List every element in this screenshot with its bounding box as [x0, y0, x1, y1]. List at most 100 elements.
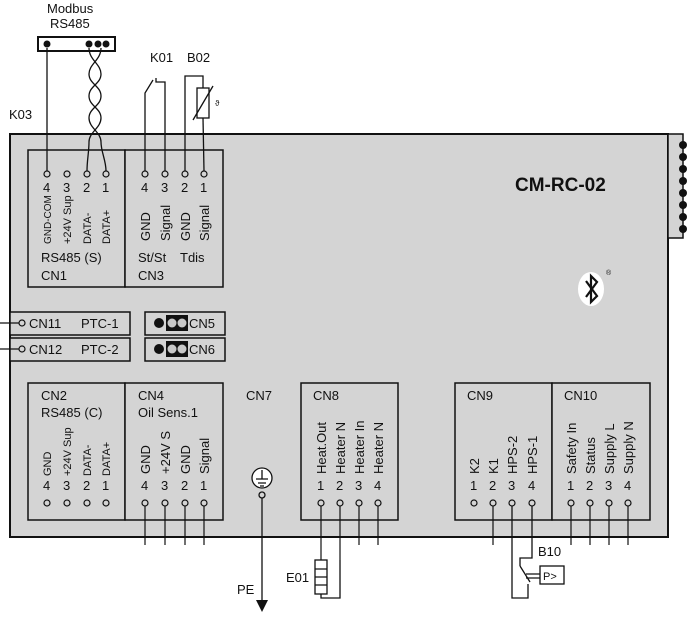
cn10-pin-label: 1: [567, 478, 574, 493]
svg-text:ϑ: ϑ: [215, 99, 220, 108]
cn3-pin-label: 2: [181, 180, 188, 195]
cn1-pin-label: 1: [102, 180, 109, 195]
cn4-pin-label: 4: [141, 478, 148, 493]
side-connector: [667, 133, 684, 239]
cn2-signal-label: +24V Sup: [62, 427, 74, 476]
cn8-signal-label: Heater N: [333, 422, 348, 474]
cn10-signal-label: Supply N: [621, 421, 636, 474]
cn10-pin-label: 3: [605, 478, 612, 493]
cn10-pin-numbers: 1 2 3 4: [567, 478, 631, 493]
cn8-pin-label: 1: [317, 478, 324, 493]
cn6-jumper: [154, 341, 188, 357]
arrow-down-icon: [256, 600, 268, 612]
cn2-pin-label: 1: [102, 478, 109, 493]
modbus-connector: [37, 36, 116, 52]
cn1-pin-numbers: 4 3 2 1: [43, 180, 109, 195]
heater-icon: [314, 559, 341, 599]
pe-label: PE: [237, 582, 255, 597]
cn10-terminals: [567, 499, 632, 545]
cn11-name: CN11: [29, 316, 61, 331]
cn2-pin-numbers: 4 3 2 1: [43, 478, 109, 493]
cn9-pin-label: 3: [508, 478, 515, 493]
cn4-name: CN4: [138, 388, 164, 403]
cn10-pin-label: 2: [586, 478, 593, 493]
cn3-label-right: Tdis: [180, 250, 205, 265]
b10-label: B10: [538, 544, 561, 559]
cn9-name: CN9: [467, 388, 493, 403]
cn4-terminals: [141, 499, 208, 545]
pressure-switch-icon: [511, 506, 565, 599]
modbus-wires: [46, 47, 107, 172]
cn1-pin-label: 4: [43, 180, 50, 195]
cn10-pin-label: 4: [624, 478, 631, 493]
cn9-pin-label: 2: [489, 478, 496, 493]
cn3-label-left: St/St: [138, 250, 167, 265]
cn11-label: PTC-1: [81, 316, 119, 331]
cn8-pin-numbers: 1 2 3 4: [317, 478, 381, 493]
cn2-signal-label: DATA+: [101, 442, 113, 476]
cn4-signal-label: GND: [138, 445, 153, 474]
cn3-signal-label: GND: [178, 212, 193, 241]
cn9-pin-label: 1: [470, 478, 477, 493]
cn10-signal-label: Supply L: [602, 423, 617, 474]
rs485-label: RS485: [50, 16, 90, 31]
cn4-signal-label: GND: [178, 445, 193, 474]
cn3-pin-numbers: 4 3 2 1: [141, 180, 207, 195]
ptc-wires: [0, 319, 26, 353]
cn8-terminals: [317, 499, 382, 560]
cn12-name: CN12: [29, 342, 62, 357]
cn2-block: [27, 382, 126, 521]
svg-text:®: ®: [606, 269, 612, 277]
b02-label: B02: [187, 50, 210, 65]
cn4-pin-label: 3: [161, 478, 168, 493]
cn8-pin-label: 4: [374, 478, 381, 493]
cn4-pin-label: 2: [181, 478, 188, 493]
cn9-terminals: [470, 499, 536, 545]
cn9-signal-label: K2: [467, 458, 482, 474]
cn1-signal-label: DATA+: [101, 210, 113, 244]
cn8-block: [300, 382, 399, 521]
relay-contact-icon: [144, 78, 166, 171]
cn10-signal-label: Status: [583, 437, 598, 474]
cn1-signal-label: +24V Sup: [62, 195, 74, 244]
cn1-signal-label: DATA-: [82, 212, 94, 244]
cn2-signal-label: GND: [42, 452, 54, 477]
side-connector-pins: [679, 141, 687, 233]
e01-label: E01: [286, 570, 309, 585]
k01-label: K01: [150, 50, 173, 65]
cn3-signal-label: Signal: [197, 205, 212, 241]
cn4-signal-label: Signal: [197, 438, 212, 474]
cn4-signal-label: +24V S: [158, 431, 173, 474]
bluetooth-icon: ®: [578, 269, 612, 306]
cn1-signal-label: GND-COM: [43, 195, 54, 244]
cn2-signal-label: DATA-: [82, 444, 94, 476]
module-title: CM-RC-02: [515, 175, 606, 196]
modbus-connector-pins: [43, 40, 110, 48]
cn10-block: [551, 382, 651, 521]
cn4-block: [124, 382, 224, 521]
cn8-pin-label: 2: [336, 478, 343, 493]
cn3-signal-label: GND: [138, 212, 153, 241]
cn5-name: CN5: [189, 316, 215, 331]
cn7-name: CN7: [246, 388, 272, 403]
cn3-pin-label: 4: [141, 180, 148, 195]
thermistor-icon: ϑ: [184, 75, 220, 172]
cn6-name: CN6: [189, 342, 215, 357]
cn9-pin-label: 4: [528, 478, 535, 493]
ground-icon: [251, 467, 273, 600]
cn8-name: CN8: [313, 388, 339, 403]
modbus-label: Modbus: [47, 1, 94, 16]
cn2-terminals: [43, 499, 110, 507]
cn3-name: CN3: [138, 268, 164, 283]
cn8-pin-label: 3: [355, 478, 362, 493]
cn5-jumper: [154, 315, 188, 331]
cn8-signal-label: Heater N: [371, 422, 386, 474]
cn9-block: [454, 382, 553, 521]
cn2-label: RS485 (C): [41, 405, 102, 420]
pressure-sensor-label: P>: [543, 571, 557, 583]
cn4-label: Oil Sens.1: [138, 405, 198, 420]
cn9-signal-label: K1: [486, 458, 501, 474]
cn2-pin-label: 2: [83, 478, 90, 493]
cn1-name: CN1: [41, 268, 67, 283]
